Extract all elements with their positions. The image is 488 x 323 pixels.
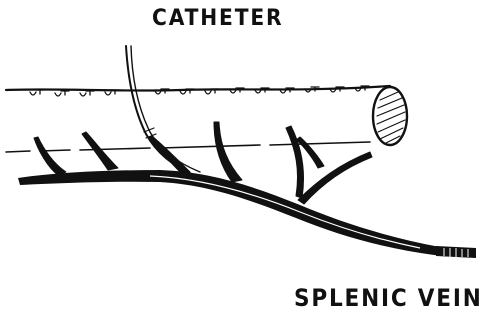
- catheter-tip: [436, 246, 476, 258]
- vein-tributaries: [34, 122, 372, 204]
- pancreas-tube: [6, 86, 407, 152]
- splenic-vein: [18, 170, 442, 256]
- splenic-vein-label: SPLENIC VEIN: [294, 284, 483, 312]
- catheter-tube: [126, 46, 200, 176]
- catheter-label: CATHETER: [152, 6, 283, 31]
- suture-line: [30, 86, 369, 96]
